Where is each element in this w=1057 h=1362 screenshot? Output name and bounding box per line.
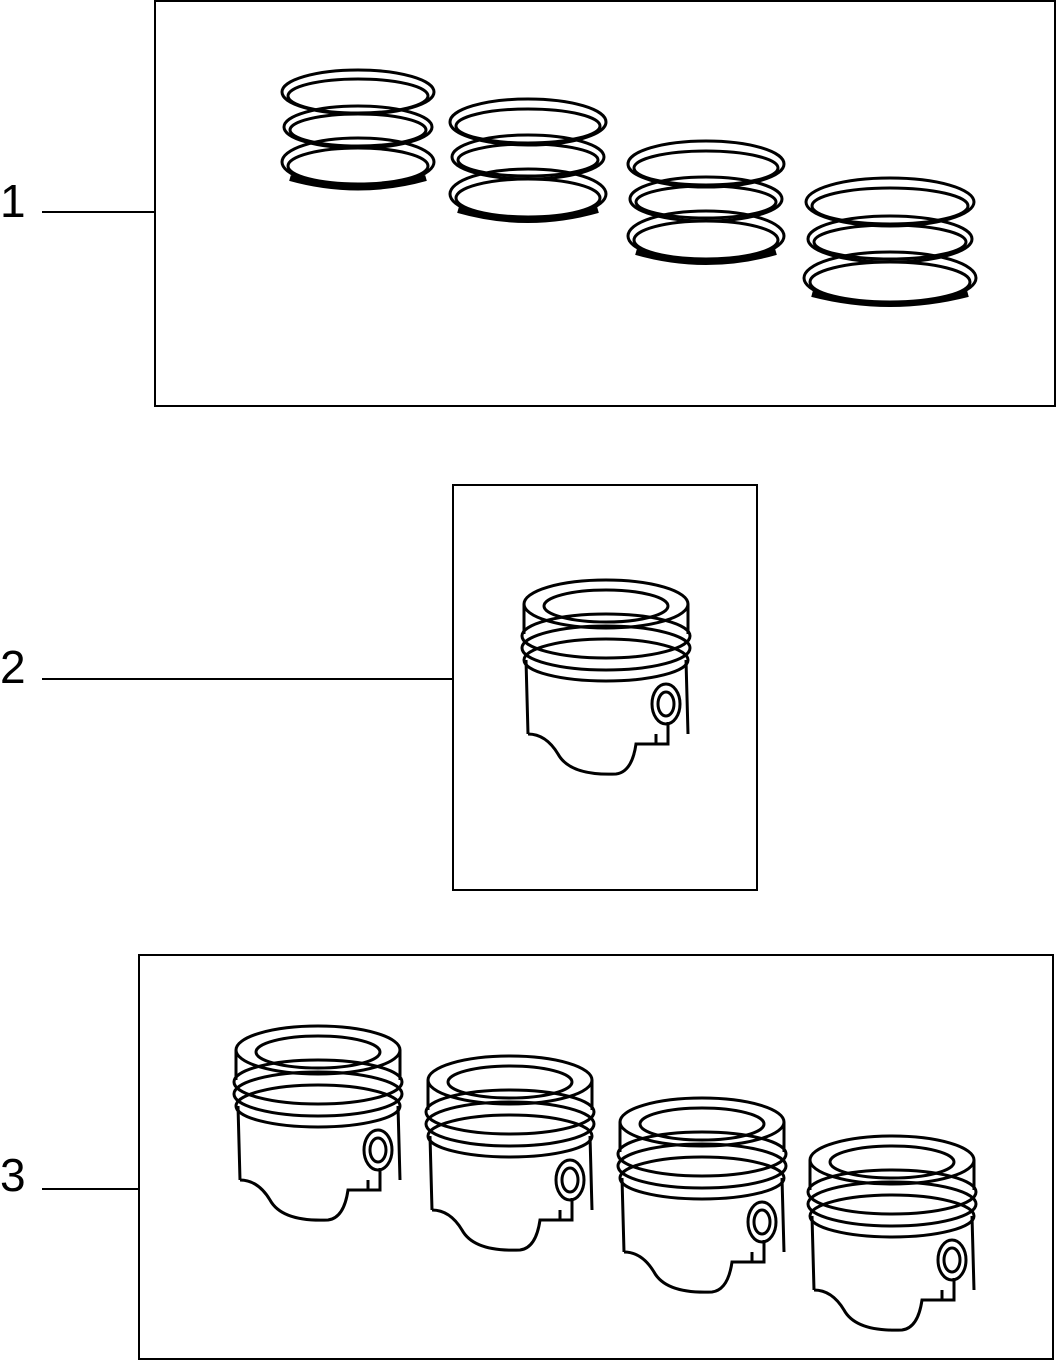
panel-piston-set	[138, 954, 1054, 1360]
panel-piston-rings	[154, 0, 1056, 407]
callout-number-3: 3	[0, 1149, 26, 1201]
piston-set-item-2	[424, 1054, 596, 1252]
callout-number-1: 1	[0, 175, 26, 227]
piston-illustration	[520, 578, 692, 776]
piston-set-item-4	[806, 1134, 978, 1332]
piston-rings-illustration	[280, 68, 978, 307]
ring-set-2	[448, 97, 608, 223]
piston-set-item-1	[232, 1024, 404, 1222]
piston-1	[520, 578, 692, 776]
leader-line-1	[42, 211, 155, 213]
piston-set-item-3	[616, 1096, 788, 1294]
ring-set-4	[802, 176, 978, 307]
ring-set-1	[280, 68, 436, 191]
panel-piston	[452, 484, 758, 891]
leader-line-2	[42, 678, 454, 680]
ring-set-3	[626, 139, 786, 265]
leader-line-3	[42, 1188, 140, 1190]
callout-number-2: 2	[0, 641, 26, 693]
piston-set-illustration	[232, 1024, 978, 1332]
